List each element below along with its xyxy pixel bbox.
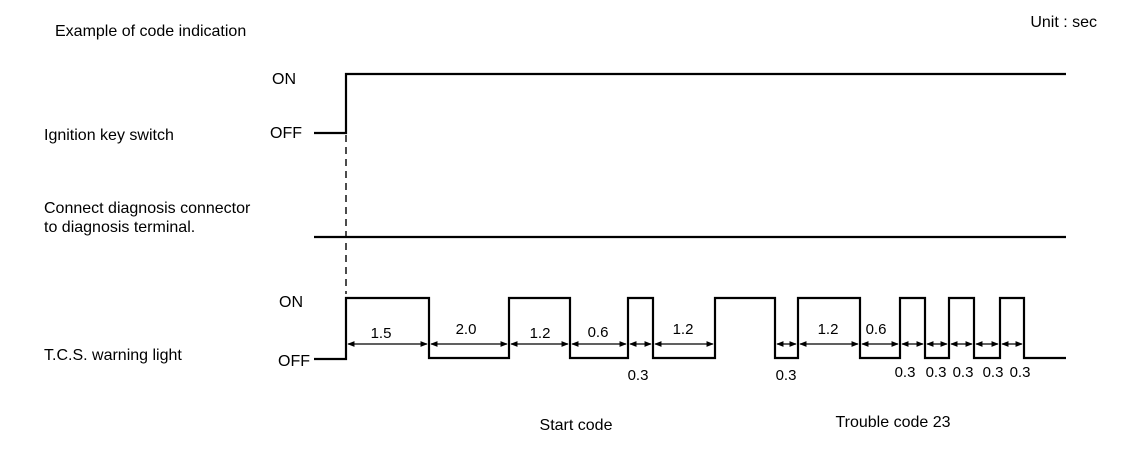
duration-d14: 0.3 <box>1010 364 1031 381</box>
duration-d2: 2.0 <box>456 321 477 338</box>
ignition-waveform <box>314 72 1066 135</box>
duration-d5: 0.3 <box>628 367 649 384</box>
connector-label-line1: Connect diagnosis connector <box>44 200 251 217</box>
duration-d13: 0.3 <box>983 364 1004 381</box>
tcs-on-label: ON <box>279 294 303 311</box>
duration-d10: 0.3 <box>895 364 916 381</box>
duration-d11: 0.3 <box>926 364 947 381</box>
ignition-on-label: ON <box>272 71 296 88</box>
tcs-label: T.C.S. warning light <box>44 347 182 364</box>
duration-d1: 1.5 <box>371 325 392 342</box>
start-code-caption: Start code <box>540 417 613 434</box>
duration-d8: 1.2 <box>818 321 839 338</box>
unit-label: Unit : sec <box>1030 14 1097 31</box>
duration-d7: 0.3 <box>776 367 797 384</box>
trouble-code-caption: Trouble code 23 <box>835 414 950 431</box>
duration-d9: 0.6 <box>866 321 887 338</box>
duration-d4: 0.6 <box>588 324 609 341</box>
connector-label-line2: to diagnosis terminal. <box>44 219 195 236</box>
duration-d3: 1.2 <box>530 325 551 342</box>
duration-d6: 1.2 <box>673 321 694 338</box>
tcs-off-label: OFF <box>278 353 310 370</box>
ignition-label: Ignition key switch <box>44 127 174 144</box>
diagram-title: Example of code indication <box>55 23 246 40</box>
duration-d12: 0.3 <box>953 364 974 381</box>
ignition-off-label: OFF <box>270 125 302 142</box>
tcs-waveform <box>314 296 1066 361</box>
